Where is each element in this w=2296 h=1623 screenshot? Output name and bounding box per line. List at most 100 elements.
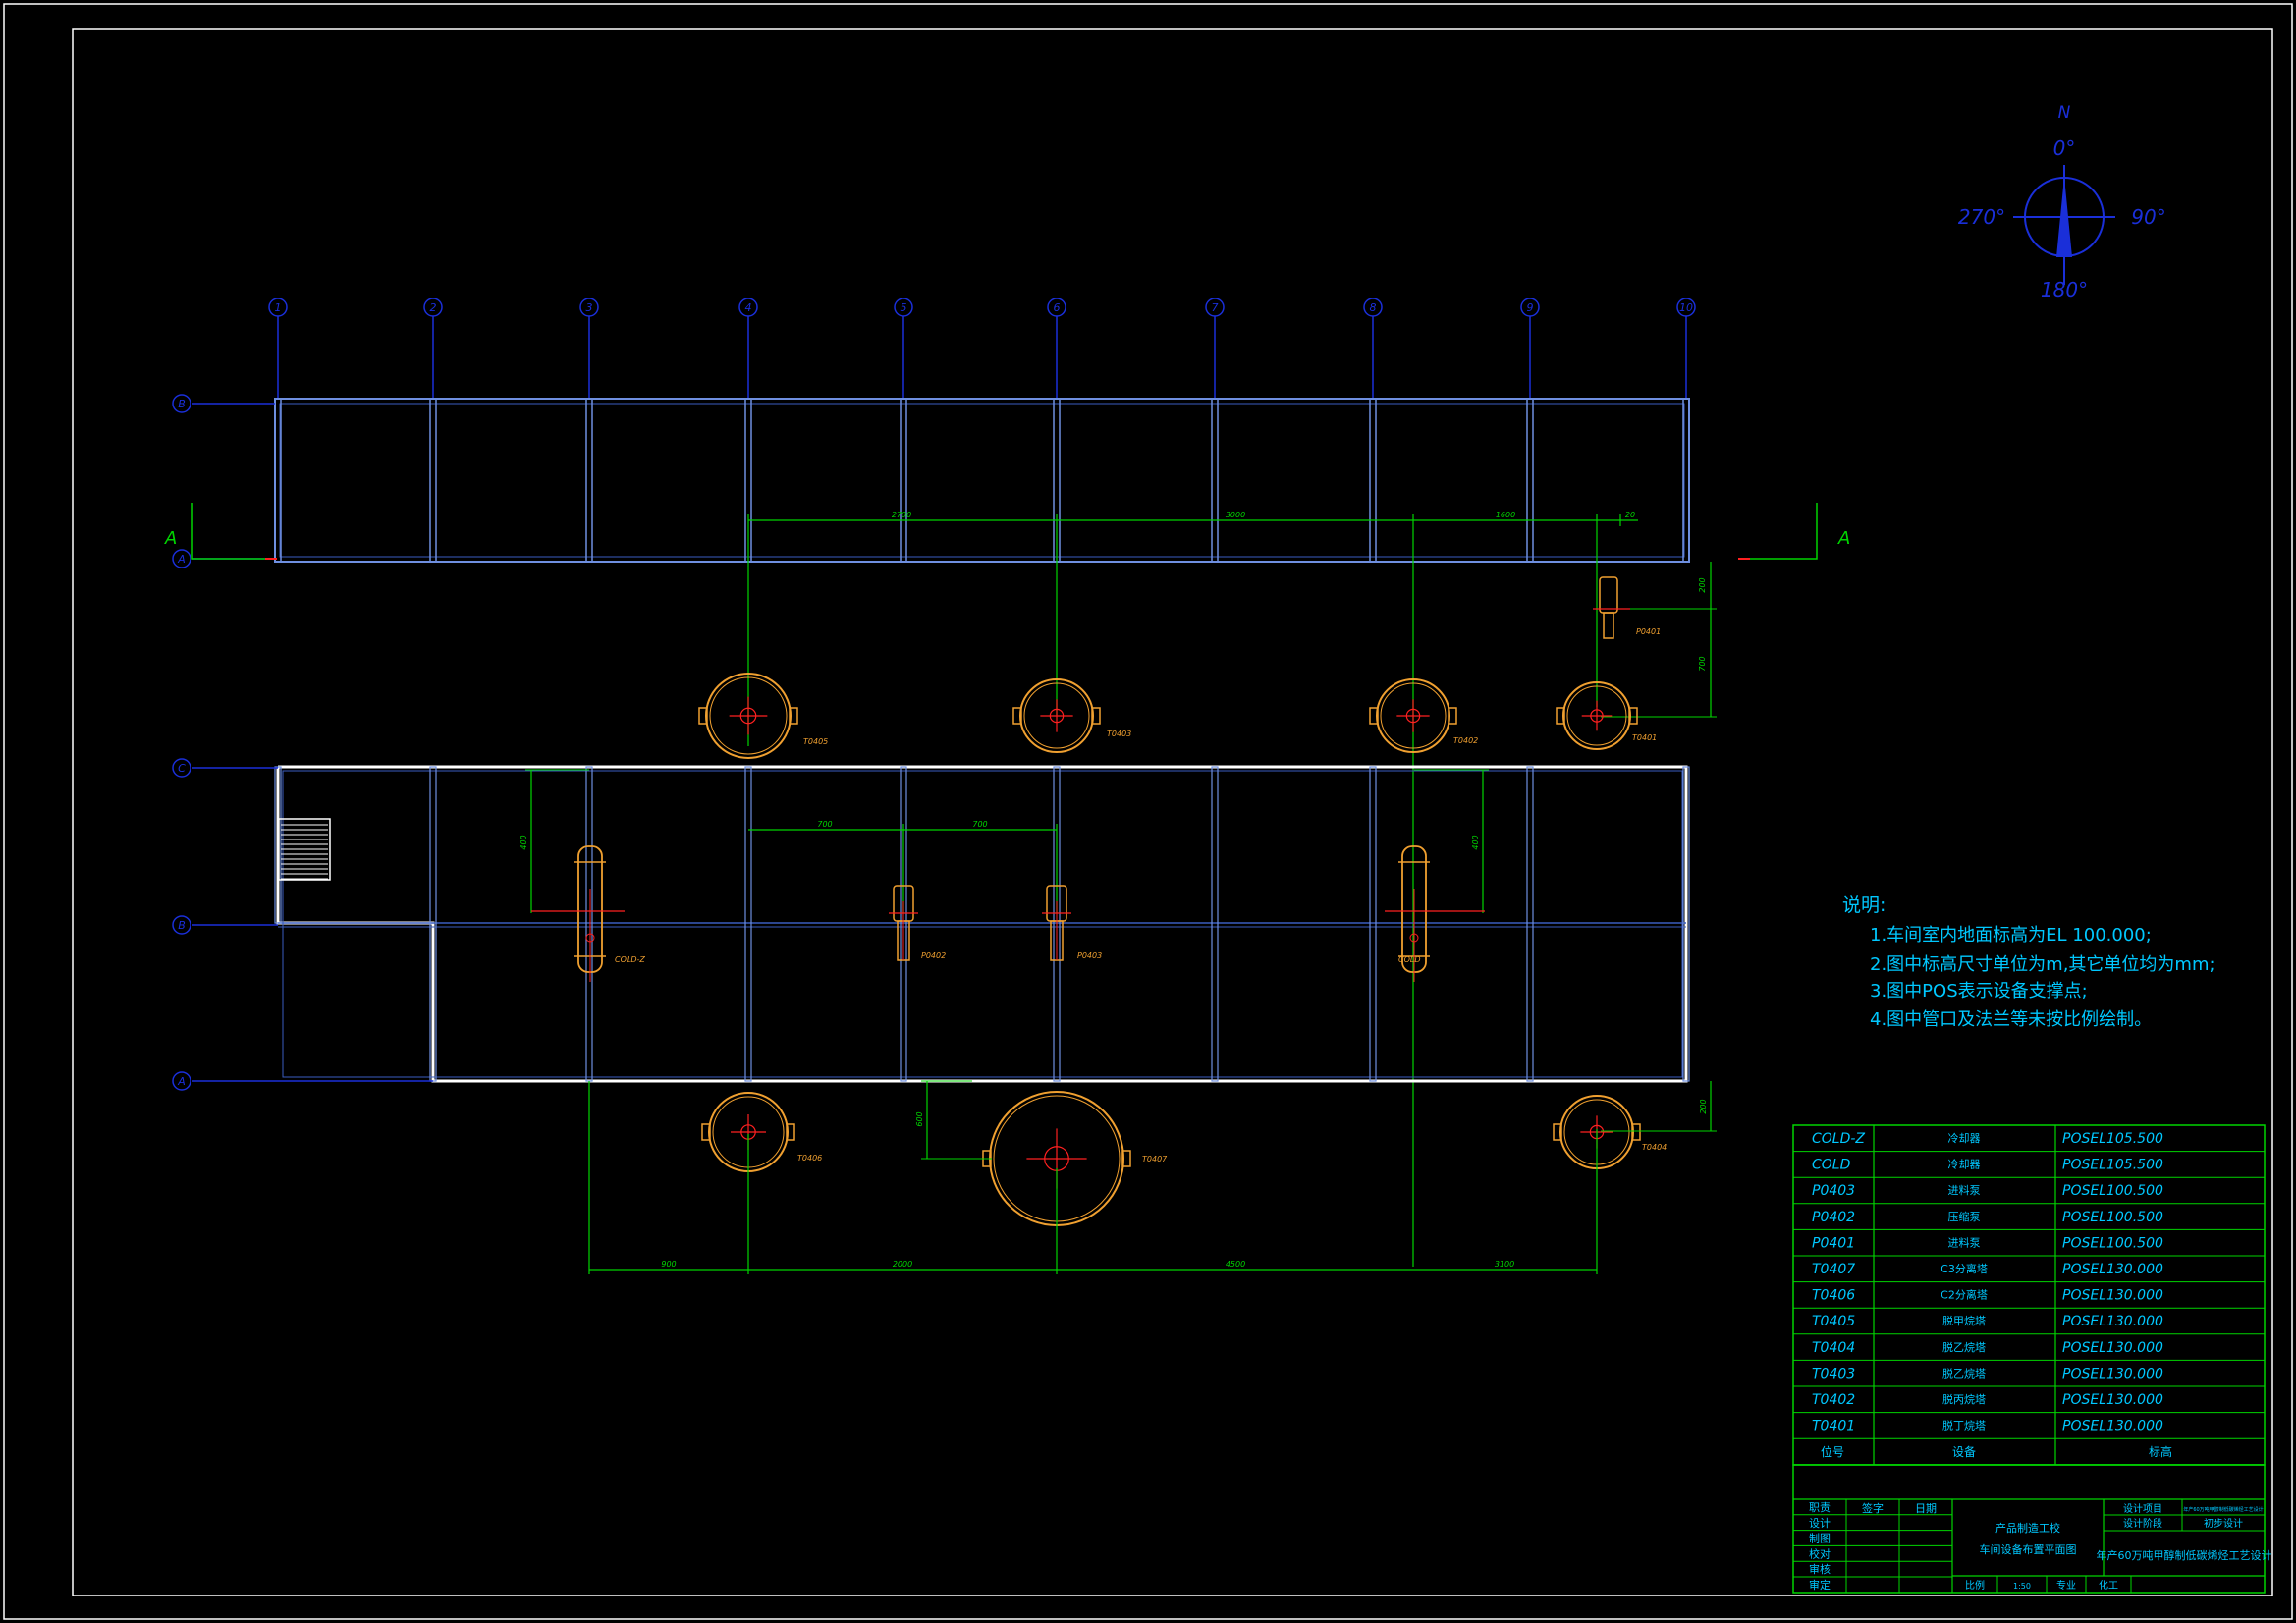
- north-compass: N 0° 90° 180° 270°: [1958, 103, 2166, 301]
- tb-major-label: 专业: [2056, 1579, 2076, 1592]
- column-label-5: 5: [901, 301, 907, 314]
- tb-role-3: 校对: [1809, 1546, 1831, 1560]
- dim-top-3: 1600: [1496, 511, 1515, 519]
- table-row-name: 脱乙烷塔: [1942, 1340, 1986, 1354]
- tag-cold-z: COLD-Z: [615, 955, 645, 964]
- tb-major-value: 化工: [2099, 1579, 2118, 1592]
- tower-t0403[interactable]: T0403: [1012, 678, 1131, 753]
- tag-t0407: T0407: [1142, 1155, 1168, 1163]
- table-header-pos: 标高: [2149, 1444, 2172, 1459]
- table-row-name: 脱乙烷塔: [1942, 1366, 1986, 1380]
- notes-title: 说明:: [1842, 894, 1886, 916]
- cooler-cold[interactable]: COLD: [1385, 845, 1485, 982]
- tower-t0404[interactable]: T0404: [1553, 1095, 1667, 1169]
- table-row-name: 脱丁烷塔: [1942, 1419, 1986, 1433]
- top-dimensions: 2700 3000 1600 20 200 700: [747, 511, 1717, 1267]
- tb-role-5: 审定: [1809, 1578, 1831, 1592]
- table-row-tag: T0401: [1812, 1419, 1855, 1434]
- column-label-10: 10: [1679, 301, 1693, 314]
- row-label-a: A: [177, 1075, 186, 1088]
- column-bubble-6: [1047, 298, 1066, 317]
- tb-drawing-title: 车间设备布置平面图: [1980, 1542, 2077, 1556]
- bottom-dimensions: 900 2000 4500 3100 600 200: [588, 1080, 1717, 1274]
- tb-role-2: 制图: [1809, 1533, 1831, 1545]
- row-label-upper-b: B: [178, 398, 186, 410]
- table-row-name: 进料泵: [1948, 1235, 1981, 1249]
- cooler-cold-z[interactable]: COLD-Z: [531, 845, 645, 982]
- upper-structure: B A: [172, 394, 1690, 568]
- column-bubble-3: [579, 298, 599, 317]
- tower-t0402[interactable]: T0402: [1369, 678, 1478, 753]
- compass-180: 180°: [2041, 278, 2088, 301]
- tb-project-value: 年产60万吨甲醇制低碳烯烃工艺设计: [2183, 1506, 2263, 1513]
- compass-needle-icon: [2056, 177, 2072, 257]
- column-label-4: 4: [745, 301, 752, 314]
- lower-structure: C B A: [172, 758, 1690, 1091]
- pump-p0403[interactable]: P0403: [1042, 885, 1102, 961]
- row-bubble-b: [172, 915, 191, 935]
- column-label-8: 8: [1370, 301, 1377, 314]
- tower-t0401[interactable]: T0401: [1556, 681, 1657, 750]
- tb-stage-value: 初步设计: [2204, 1517, 2243, 1530]
- dim-top-2: 3000: [1226, 511, 1245, 519]
- column-label-9: 9: [1527, 301, 1534, 314]
- dim-bottom-2: 2000: [893, 1260, 912, 1269]
- table-row-name: 进料泵: [1948, 1183, 1981, 1197]
- outer-frame: [3, 3, 2293, 1620]
- tower-t0407[interactable]: T0407: [982, 1091, 1168, 1226]
- compass-n: N: [2058, 103, 2071, 123]
- table-row-name: C3分离塔: [1941, 1262, 1988, 1275]
- column-label-7: 7: [1212, 301, 1219, 314]
- table-row-name: 压缩泵: [1948, 1211, 1981, 1223]
- dim-right-2: 700: [1698, 656, 1707, 671]
- row-label-b: B: [178, 919, 186, 932]
- tower-t0406[interactable]: T0406: [701, 1092, 822, 1172]
- table-row-pos: POSEL105.500: [2062, 1131, 2163, 1147]
- tag-t0405: T0405: [803, 737, 828, 746]
- compass-270: 270°: [1958, 205, 2005, 229]
- table-row-name: 冷却器: [1948, 1132, 1981, 1145]
- tower-t0405[interactable]: T0405: [698, 673, 828, 759]
- section-mark-left: A: [164, 528, 177, 549]
- tb-project-label: 设计项目: [2123, 1502, 2162, 1515]
- tb-scale-label: 比例: [1965, 1579, 1985, 1592]
- tb-scale-value: 1:50: [2013, 1582, 2031, 1591]
- pump-p0402[interactable]: P0402: [889, 885, 946, 961]
- table-row-pos: POSEL100.500: [2062, 1235, 2163, 1251]
- pump-p0401[interactable]: P0401: [1593, 576, 1661, 639]
- column-bubble-10: [1676, 298, 1696, 317]
- column-bubble-9: [1520, 298, 1540, 317]
- table-row-tag: T0402: [1812, 1392, 1855, 1408]
- tb-school: 产品制造工校: [1995, 1521, 2060, 1535]
- table-row-name: C2分离塔: [1941, 1288, 1988, 1302]
- table-row-pos: POSEL130.000: [2062, 1419, 2163, 1434]
- table-row-pos: POSEL130.000: [2062, 1392, 2163, 1408]
- table-row-tag: P0401: [1812, 1235, 1855, 1251]
- column-bubble-5: [894, 298, 913, 317]
- column-label-2: 2: [430, 301, 437, 314]
- dim-bottom-1: 900: [661, 1260, 676, 1269]
- dim-side-left: 400: [519, 835, 528, 849]
- row-bubble-upper-b: [172, 394, 191, 413]
- tag-p0403: P0403: [1077, 951, 1102, 960]
- towers-upper: T0405 T0403 T0402 T0401: [698, 673, 1657, 759]
- dim-bottom-right: 200: [1699, 1099, 1708, 1113]
- column-bubble-1: [268, 298, 288, 317]
- column-bubble-8: [1363, 298, 1383, 317]
- table-row-tag: P0402: [1812, 1210, 1855, 1225]
- table-row-pos: POSEL130.000: [2062, 1288, 2163, 1304]
- tb-col-date: 日期: [1915, 1502, 1937, 1515]
- column-label-3: 3: [586, 301, 593, 314]
- table-row-tag: COLD-Z: [1812, 1131, 1865, 1147]
- dim-inner-2: 700: [972, 820, 987, 829]
- dim-bottom-3: 4500: [1226, 1260, 1245, 1269]
- tb-stage-label: 设计阶段: [2123, 1517, 2162, 1530]
- table-row-tag: T0403: [1812, 1366, 1855, 1381]
- table-header-name: 设备: [1952, 1445, 1976, 1459]
- row-bubble-upper-a: [172, 549, 191, 568]
